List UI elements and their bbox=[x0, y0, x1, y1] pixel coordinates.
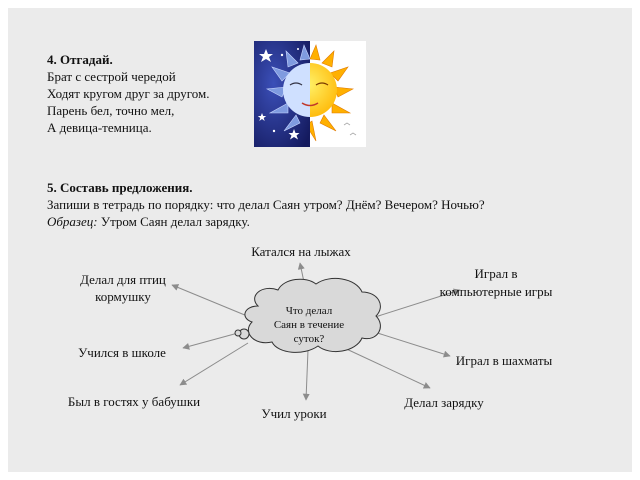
arrow-feeder bbox=[171, 284, 253, 319]
label-feeder: кормушку bbox=[95, 289, 151, 304]
riddle-line: Ходят кругом друг за другом. bbox=[47, 86, 210, 101]
arrow-exercise bbox=[339, 345, 431, 389]
riddle-title: 4. Отгадай. bbox=[47, 52, 113, 67]
smile-icon bbox=[301, 102, 319, 107]
center-line: Саян в течение bbox=[274, 319, 344, 331]
riddle-line: А девица-темница. bbox=[47, 120, 152, 135]
label-ski: Катался на лыжах bbox=[251, 244, 351, 259]
arrow-school bbox=[182, 332, 239, 350]
riddle-line: Парень бел, точно мел, bbox=[47, 103, 175, 118]
center-line: суток? bbox=[294, 333, 325, 345]
label-chess: Играл в шахматы bbox=[456, 353, 553, 368]
cloud-bubble bbox=[234, 329, 242, 337]
sun-moon-illustration bbox=[254, 41, 366, 147]
example-text: Утром Саян делал зарядку. bbox=[97, 214, 250, 229]
moon-rays-icon bbox=[265, 44, 310, 132]
label-feeder: Делал для птиц bbox=[80, 272, 166, 287]
arrow-grandma bbox=[179, 342, 249, 386]
riddle-block: 4. Отгадай. Брат с сестрой чередой Ходят… bbox=[47, 51, 209, 136]
task5-example: Образец: Утром Саян делал зарядку. bbox=[47, 213, 485, 230]
center-line: Что делал bbox=[286, 305, 333, 317]
label-exercise: Делал зарядку bbox=[404, 395, 484, 410]
stars-icon bbox=[257, 48, 300, 140]
riddle-line: Брат с сестрой чередой bbox=[47, 69, 176, 84]
task5-instruction: Запиши в тетрадь по порядку: что делал С… bbox=[47, 197, 485, 212]
task5-title: 5. Составь предложения. bbox=[47, 180, 193, 195]
arrows bbox=[171, 262, 461, 401]
thought-cloud bbox=[244, 277, 381, 353]
example-label: Образец: bbox=[47, 214, 98, 229]
arrow-games bbox=[371, 288, 461, 319]
label-games: Играл в bbox=[475, 266, 518, 281]
label-lessons: Учил уроки bbox=[261, 406, 326, 421]
label-games: компьютерные игры bbox=[440, 284, 553, 299]
arrow-lessons bbox=[302, 349, 310, 401]
label-grandma: Был в гостях у бабушки bbox=[68, 394, 200, 409]
task5-block: 5. Составь предложения. Запиши в тетрадь… bbox=[47, 179, 485, 230]
sun-rays-icon bbox=[310, 44, 355, 142]
arrow-chess bbox=[367, 329, 451, 358]
label-school: Учился в школе bbox=[78, 345, 166, 360]
